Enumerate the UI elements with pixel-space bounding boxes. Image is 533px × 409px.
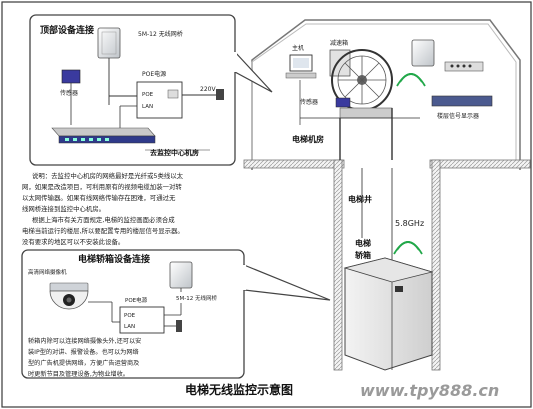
top-poe-box-label: POE电源 bbox=[142, 70, 166, 78]
power-plug-icon bbox=[216, 89, 224, 100]
machine-room: 主机 减速箱 传感器 bbox=[285, 39, 493, 160]
shaft-label: 电梯井 bbox=[348, 194, 372, 204]
watermark: www.tpy888.cn bbox=[360, 381, 499, 400]
wireless-bridge-icon bbox=[97, 27, 121, 59]
reducer-box bbox=[329, 49, 351, 77]
room-bridge-icon bbox=[411, 39, 435, 67]
machine-sensor-label: 传感器 bbox=[300, 98, 318, 106]
top-device-panel: 顶部设备连接 5M-12 无线网桥 传感器 POE电源 POE LAN 220V bbox=[29, 14, 273, 166]
top-bridge-label: 5M-12 无线网桥 bbox=[138, 30, 183, 38]
car-note-3: 型的广告机提供网络，方便广告运营商及 bbox=[28, 359, 139, 367]
desc-line-4: 线网桥连接到监控中心机房。 bbox=[22, 204, 105, 213]
car-label-1: 电梯 bbox=[355, 238, 371, 248]
car-camera-icon bbox=[395, 286, 403, 292]
desc-line-5: 根据上海市有关方面规定,电梯的监控画面必须合成 bbox=[32, 215, 175, 224]
frequency-label: 5.8GHz bbox=[395, 219, 424, 228]
desc-line-6: 电梯当前运行的楼层,所以要配置专用的楼层信号显示器。 bbox=[22, 226, 184, 235]
desc-line-7: 没有要求的地区可以不安装此设备。 bbox=[22, 237, 124, 246]
machine-sensor-icon bbox=[335, 97, 351, 108]
car-panel-title: 电梯轿箱设备连接 bbox=[78, 253, 150, 265]
dome-camera-icon bbox=[49, 282, 89, 310]
floor-display-icon bbox=[431, 95, 493, 107]
poe-power-box bbox=[136, 81, 183, 119]
network-switch-icon bbox=[51, 127, 156, 144]
host-label: 主机 bbox=[292, 44, 304, 52]
desc-line-2: 网，如果是改造项目，可利用原有的视频电缆加装一对转 bbox=[22, 182, 182, 191]
car-bridge-icon bbox=[169, 261, 193, 289]
top-sensor-label: 传感器 bbox=[60, 89, 78, 97]
car-note-2: 装IP型的对讲、报警设备。也可以为网络 bbox=[28, 348, 139, 356]
desc-line-1: 说明：去监控中心机房的网络最好是光纤或5类线以太 bbox=[32, 171, 184, 180]
car-poe-box-label: POE电源 bbox=[125, 296, 148, 304]
car-label-2: 轿箱 bbox=[355, 250, 371, 260]
machine-room-label: 电梯机房 bbox=[292, 134, 324, 144]
car-poe-port: POE bbox=[124, 313, 136, 319]
reducer-label: 减速箱 bbox=[330, 39, 348, 47]
car-device-panel: 电梯轿箱设备连接 高清网络摄像机 5M-12 无线网桥 POE电源 POE LA… bbox=[21, 249, 331, 379]
car-lan-port: LAN bbox=[124, 324, 135, 330]
top-poe-port: POE bbox=[142, 92, 154, 98]
room-switch-icon bbox=[444, 61, 484, 72]
sensor-icon bbox=[61, 69, 81, 84]
camera-label: 高清网络摄像机 bbox=[28, 268, 67, 276]
car-bridge-label: 5M-12 无线网桥 bbox=[176, 294, 217, 302]
top-lan-port: LAN bbox=[142, 104, 153, 110]
top-panel-title: 顶部设备连接 bbox=[40, 24, 94, 36]
wifi-signal-icon bbox=[396, 73, 426, 87]
car-poe-box bbox=[119, 306, 165, 334]
car-note-1: 轿箱内除可以连接网络摄像头外,还可以安 bbox=[28, 337, 141, 345]
shaft-wifi-icon bbox=[393, 241, 423, 255]
desc-line-3: 以太网传输器。如果有线网络传输存在困难，可通过无 bbox=[22, 193, 176, 202]
description: 说明：去监控中心机房的网络最好是光纤或5类线以太 网，如果是改造项目，可利用原有… bbox=[22, 171, 184, 246]
shaft-wall-left bbox=[333, 159, 343, 371]
top-room-label: 去监控中心机房 bbox=[150, 148, 199, 157]
display-label: 楼层信号显示器 bbox=[437, 112, 479, 120]
top-voltage: 220V bbox=[200, 86, 216, 93]
car-note-4: 时更新节目及管理设备,为物业增收。 bbox=[28, 370, 129, 378]
shaft-contents: 电梯井 5.8GHz 电梯 轿箱 bbox=[343, 168, 434, 371]
elevator-car bbox=[343, 257, 434, 371]
shaft-wall-right bbox=[431, 159, 441, 371]
diagram-caption: 电梯无线监控示意图 bbox=[185, 382, 293, 397]
